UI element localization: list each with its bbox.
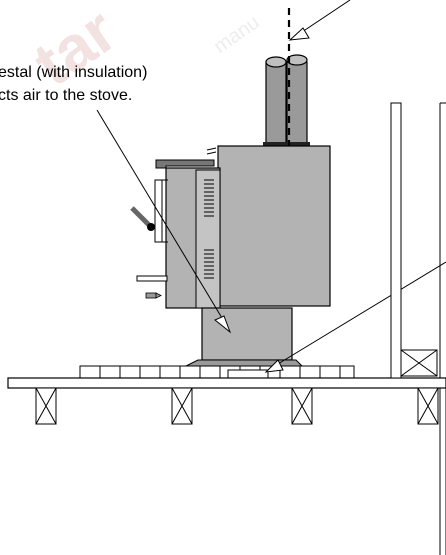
right-pointer-arrow xyxy=(264,261,446,373)
floor xyxy=(7,377,446,389)
chimney-pipes xyxy=(263,54,310,147)
control-rod xyxy=(130,206,155,231)
pedestal-pointer-arrow xyxy=(96,109,232,334)
stove-body xyxy=(136,145,331,309)
caption-line-1: estal (with insulation) xyxy=(0,64,148,81)
pedestal xyxy=(185,307,304,367)
top-pointer-arrow xyxy=(288,0,351,41)
caption-line-2: cts air to the stove. xyxy=(0,87,133,104)
wall xyxy=(390,102,446,555)
hearth-bricks xyxy=(79,365,355,379)
floor-joists xyxy=(35,387,439,425)
